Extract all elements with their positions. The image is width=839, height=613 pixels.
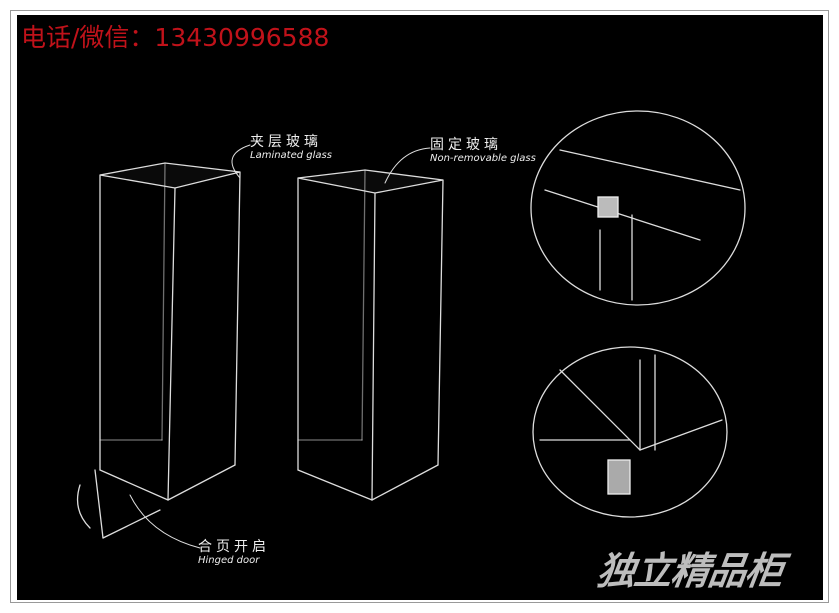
bottom-hinge-detail bbox=[532, 346, 728, 518]
hinged-cabinet-sketch bbox=[76, 144, 251, 549]
fixed-glass-label: 固定玻璃 Non-removable glass bbox=[430, 134, 536, 164]
top-hinge-detail bbox=[530, 110, 746, 306]
laminated-glass-zh: 夹层玻璃 bbox=[250, 134, 322, 150]
laminated-glass-label: 夹层玻璃 Laminated glass bbox=[250, 131, 332, 161]
fixed-glass-cabinet-sketch bbox=[297, 147, 444, 501]
fixed-glass-en: Non-removable glass bbox=[430, 153, 536, 164]
product-title: 独立精品柜 bbox=[594, 549, 786, 593]
contact-banner: 电话/微信：13430996588 bbox=[21, 23, 330, 52]
hinged-door-zh: 合页开启 bbox=[198, 539, 270, 555]
hinged-door-en: Hinged door bbox=[198, 555, 260, 566]
fixed-glass-zh: 固定玻璃 bbox=[430, 137, 502, 153]
hinged-door-label: 合页开启 Hinged door bbox=[198, 536, 270, 566]
laminated-glass-en: Laminated glass bbox=[250, 150, 332, 161]
sketch-canvas bbox=[17, 15, 823, 600]
